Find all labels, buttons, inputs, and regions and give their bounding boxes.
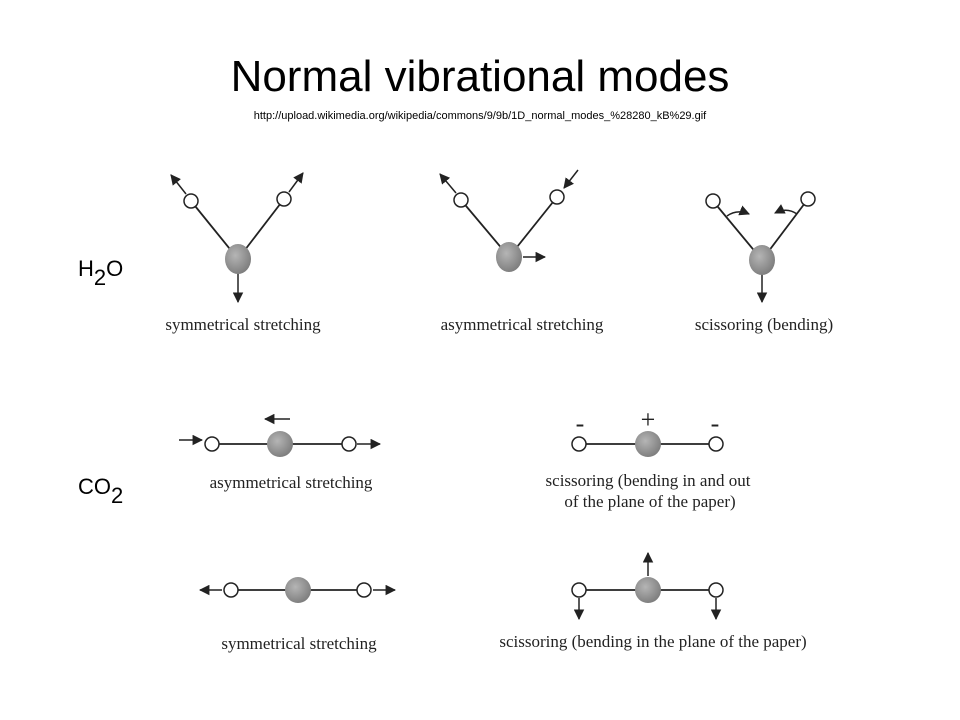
hydrogen-atom: [276, 191, 292, 207]
h2o-label: H2O: [78, 256, 124, 290]
caption-co2-scissoring-in: scissoring (bending in the plane of the …: [499, 632, 806, 651]
hydrogen-atom: [705, 193, 721, 209]
carbon-atom: [635, 577, 661, 603]
plus-sign: +: [641, 405, 656, 434]
h2o-scissoring: scissoring (bending): [695, 191, 833, 334]
h2o-symmetrical-stretching: symmetrical stretching: [165, 172, 321, 334]
carbon-atom: [267, 431, 293, 457]
arrow-in: [563, 169, 579, 189]
co2-label: CO2: [78, 474, 123, 508]
h2o-subscript: 2: [93, 265, 107, 290]
arrow-up-left: [439, 173, 457, 194]
caption-h2o-scissoring: scissoring (bending): [695, 315, 833, 334]
co2-scissoring-in-plane: scissoring (bending in the plane of the …: [499, 551, 807, 651]
oxygen-atom: [749, 245, 775, 275]
hydrogen-atom: [549, 189, 565, 205]
minus-sign: -: [711, 409, 720, 438]
caption-co2-scissoring-out-line1: scissoring (bending in and out: [546, 471, 751, 490]
carbon-atom: [635, 431, 661, 457]
co2-scissoring-out-of-plane: - + - scissoring (bending in and out of …: [546, 405, 751, 511]
page-title: Normal vibrational modes: [230, 52, 730, 101]
caption-h2o-asymmetrical: asymmetrical stretching: [441, 315, 604, 334]
caption-co2-symmetrical: symmetrical stretching: [221, 634, 377, 653]
co2-symmetrical-stretching: symmetrical stretching: [198, 577, 397, 653]
hydrogen-atom: [183, 193, 199, 209]
caption-co2-scissoring-out-line2: of the plane of the paper): [564, 492, 735, 511]
arrow-up-right: [288, 172, 304, 193]
arrow-up-left: [170, 174, 187, 195]
h2o-suffix: O: [106, 256, 124, 281]
hydrogen-atom: [453, 192, 469, 208]
curved-arrow-left: [774, 204, 798, 215]
oxygen-atom: [356, 582, 372, 598]
h2o-asymmetrical-stretching: asymmetrical stretching: [439, 169, 604, 334]
oxygen-atom: [223, 582, 239, 598]
oxygen-atom: [496, 242, 522, 272]
oxygen-atom: [571, 582, 587, 598]
oxygen-atom: [341, 436, 357, 452]
oxygen-atom: [225, 244, 251, 274]
co2-asymmetrical-stretching: asymmetrical stretching: [179, 413, 382, 492]
oxygen-atom: [204, 436, 220, 452]
caption-h2o-symmetrical: symmetrical stretching: [165, 315, 321, 334]
h2o-prefix: H: [78, 256, 94, 281]
oxygen-atom: [708, 582, 724, 598]
carbon-atom: [285, 577, 311, 603]
co2-prefix: CO: [78, 474, 111, 499]
source-url: http://upload.wikimedia.org/wikipedia/co…: [253, 110, 707, 122]
oxygen-atom: [571, 436, 587, 452]
hydrogen-atom: [800, 191, 816, 207]
minus-sign: -: [576, 409, 585, 438]
co2-subscript: 2: [111, 483, 124, 508]
oxygen-atom: [708, 436, 724, 452]
caption-co2-asymmetrical: asymmetrical stretching: [210, 473, 373, 492]
curved-arrow-right: [726, 205, 750, 217]
